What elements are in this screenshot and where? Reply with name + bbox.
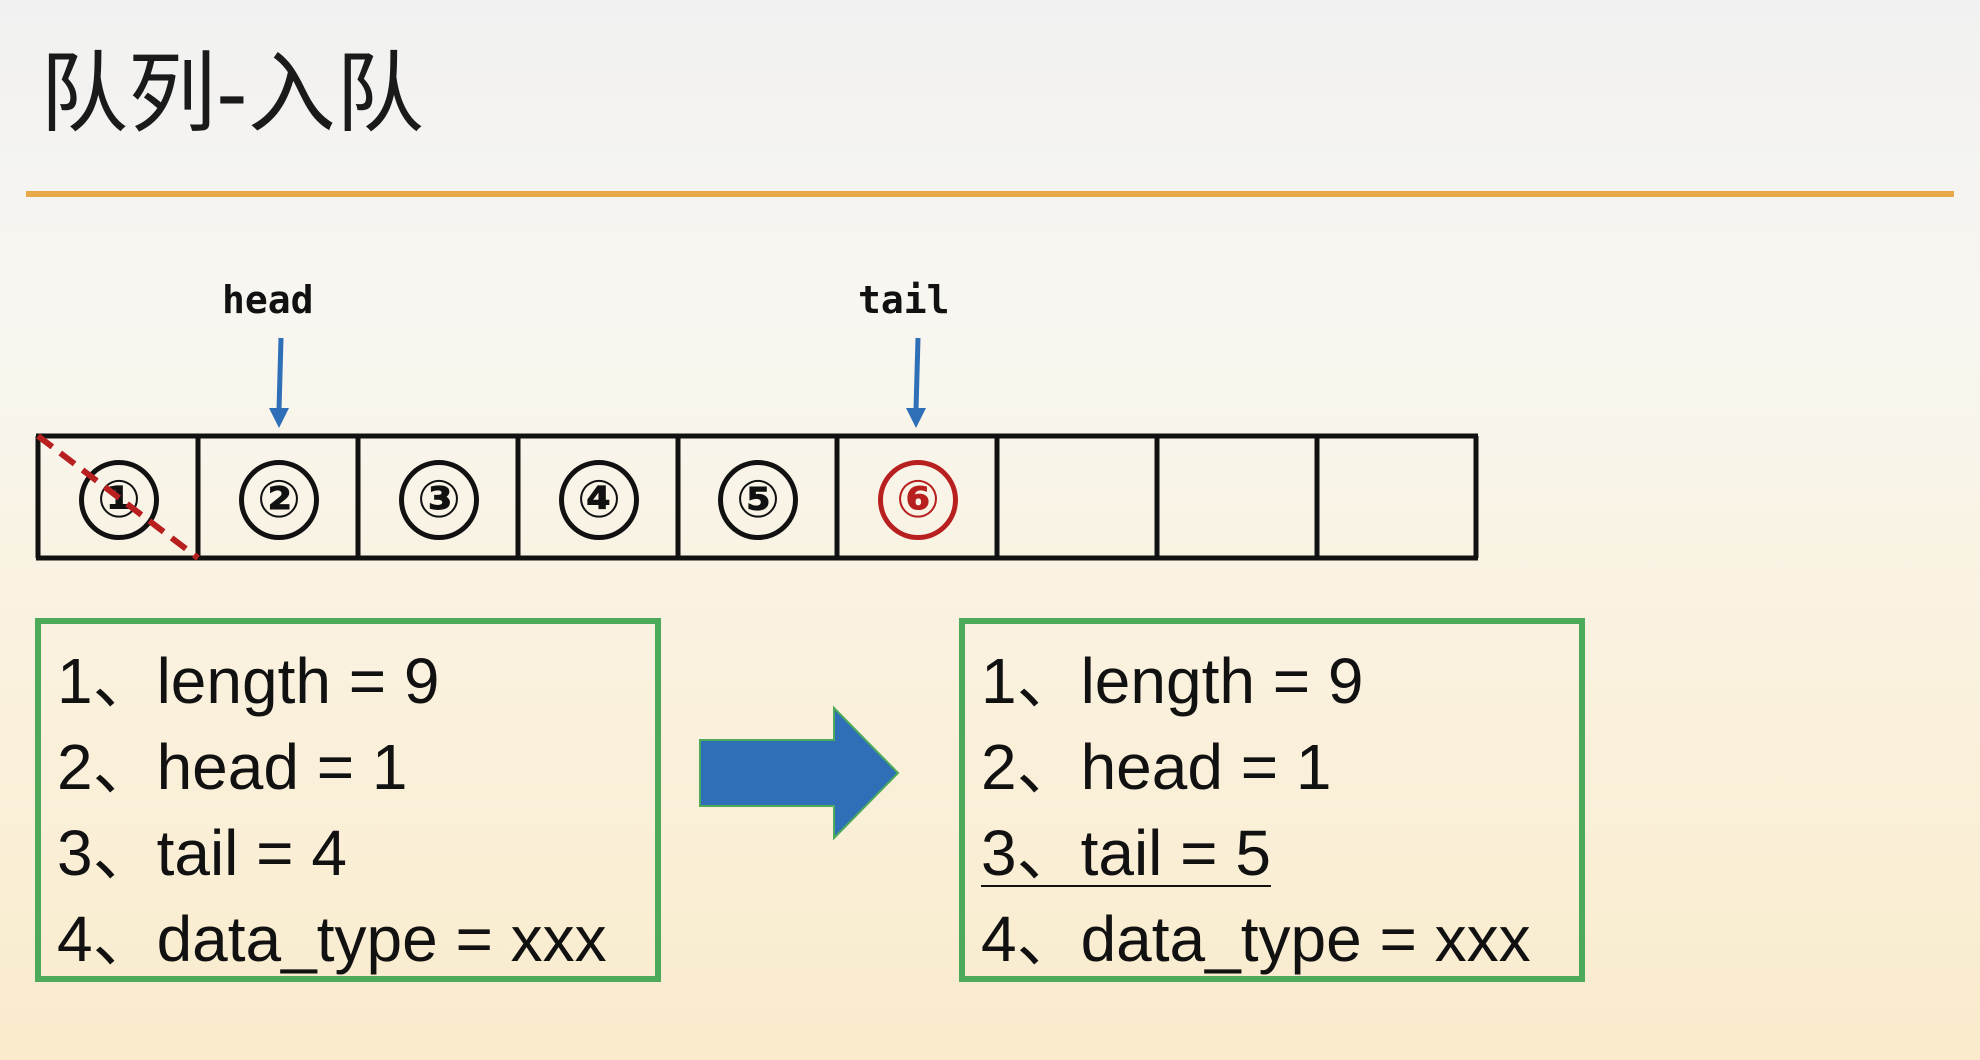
tail-pointer-label: tail [858, 278, 950, 322]
page-title: 队列-入队 [40, 42, 424, 145]
queue-cell-5: ⑤ [718, 460, 798, 540]
state-after-box: 1、length = 9 2、head = 1 3、tail = 5 4、dat… [959, 618, 1585, 982]
tail-pointer-arrow [906, 337, 926, 428]
after-tail-line: 3、tail = 5 [981, 817, 1271, 889]
after-datatype-line: 4、data_type = xxx [981, 903, 1531, 975]
before-head-line: 2、head = 1 [57, 731, 408, 803]
head-pointer-arrow [269, 337, 289, 428]
before-datatype-line: 4、data_type = xxx [57, 903, 607, 975]
title-divider [26, 191, 1954, 197]
queue-cell-2: ② [239, 460, 319, 540]
queue-cell-1: ① [79, 460, 159, 540]
before-tail-line: 3、tail = 4 [57, 817, 347, 889]
state-before-box: 1、length = 9 2、head = 1 3、tail = 4 4、dat… [35, 618, 661, 982]
after-head-line: 2、head = 1 [981, 731, 1332, 803]
after-length-line: 1、length = 9 [981, 645, 1364, 717]
queue-cell-3: ③ [399, 460, 479, 540]
queue-cell-4: ④ [559, 460, 639, 540]
queue-cell-6-enqueued: ⑥ [878, 460, 958, 540]
transition-arrow [699, 705, 900, 841]
before-length-line: 1、length = 9 [57, 645, 440, 717]
head-pointer-label: head [222, 278, 314, 322]
